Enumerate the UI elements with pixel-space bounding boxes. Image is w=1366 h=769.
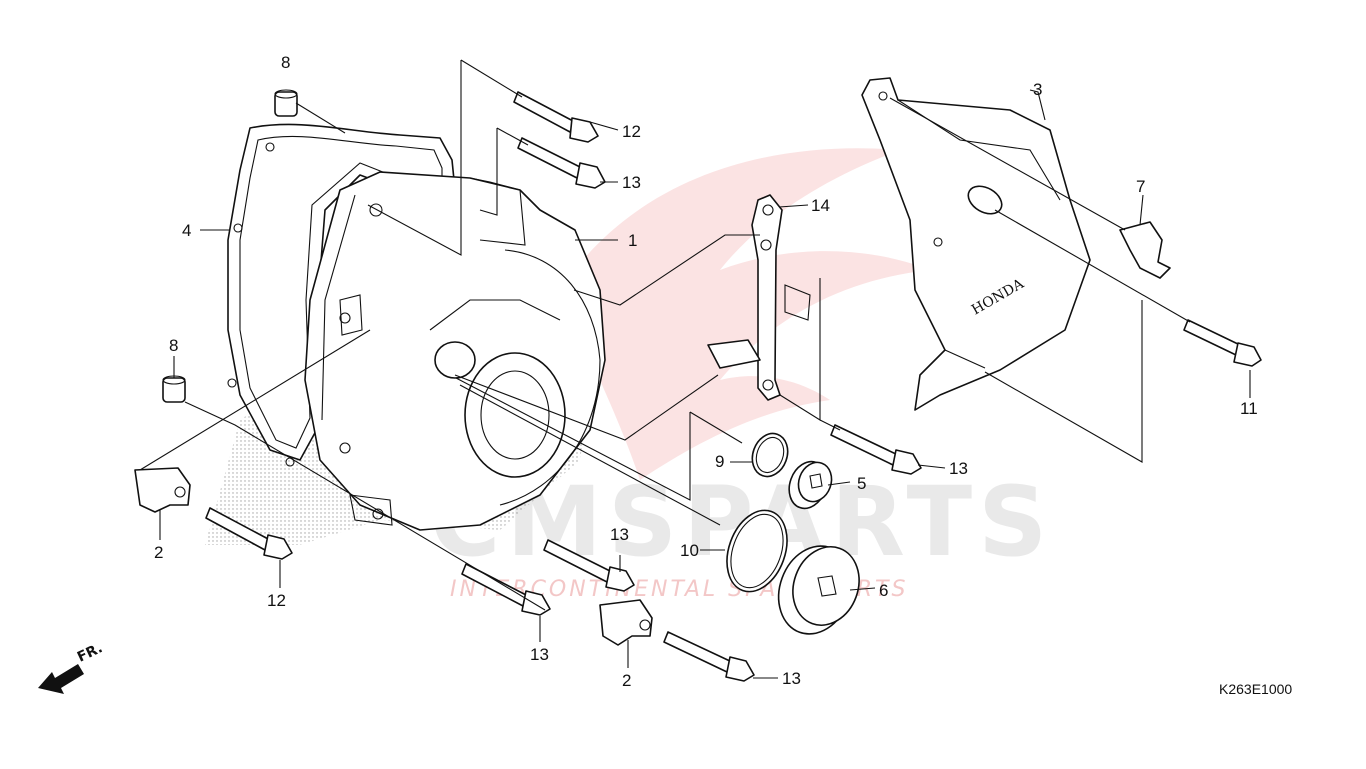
o-ring-part-10[interactable] [716,502,797,600]
bolt-part-13e[interactable] [663,631,755,682]
clip-part-7[interactable] [1119,221,1171,279]
plug-part-6[interactable] [767,536,870,645]
callout-13b[interactable]: 13 [949,459,968,478]
gasket-part-4[interactable] [227,123,456,467]
callout-14[interactable]: 14 [811,196,830,215]
callout-4[interactable]: 4 [182,221,191,240]
bolt-part-13c[interactable] [543,539,635,592]
side-cover-part-3[interactable]: HONDA [861,77,1091,411]
callout-8a[interactable]: 8 [281,53,290,72]
callout-1[interactable]: 1 [628,231,637,250]
callout-2a[interactable]: 2 [154,543,163,562]
front-arrow-icon [38,664,84,694]
callout-12b[interactable]: 12 [267,591,286,610]
leader-lines [139,59,1251,679]
callout-12a[interactable]: 12 [622,122,641,141]
diagram-code: K263E1000 [1219,681,1292,697]
bolt-part-11[interactable] [1183,319,1262,367]
bolt-part-12a[interactable] [513,91,599,143]
callout-5[interactable]: 5 [857,474,866,493]
callout-13c[interactable]: 13 [610,525,629,544]
callout-2b[interactable]: 2 [622,671,631,690]
plug-part-5[interactable] [783,456,837,513]
callout-7[interactable]: 7 [1136,177,1145,196]
bolt-part-13a[interactable] [517,137,606,189]
bolt-part-12b[interactable] [205,507,293,560]
callout-9[interactable]: 9 [715,452,724,471]
callout-3[interactable]: 3 [1033,80,1042,99]
watermark-wing-logo [560,148,930,480]
dowel-pin-part-8b[interactable] [162,375,186,403]
callout-13d[interactable]: 13 [530,645,549,664]
front-label: FR. [75,640,105,665]
callout-11[interactable]: 11 [1240,399,1258,418]
callout-8b[interactable]: 8 [169,336,178,355]
clamp-part-2b[interactable] [599,599,653,646]
bracket-part-14[interactable] [707,194,811,401]
front-direction-indicator: FR. [38,640,105,694]
callout-6[interactable]: 6 [879,581,888,600]
callout-10[interactable]: 10 [680,541,699,560]
callout-13a[interactable]: 13 [622,173,641,192]
bolt-part-13b[interactable] [830,424,922,475]
callout-13e[interactable]: 13 [782,669,801,688]
clamp-part-2a[interactable] [134,467,191,513]
callouts: 1 2 2 3 4 5 6 7 8 8 9 10 11 12 12 13 13 … [154,53,1258,690]
dowel-pin-part-8a[interactable] [274,89,298,117]
